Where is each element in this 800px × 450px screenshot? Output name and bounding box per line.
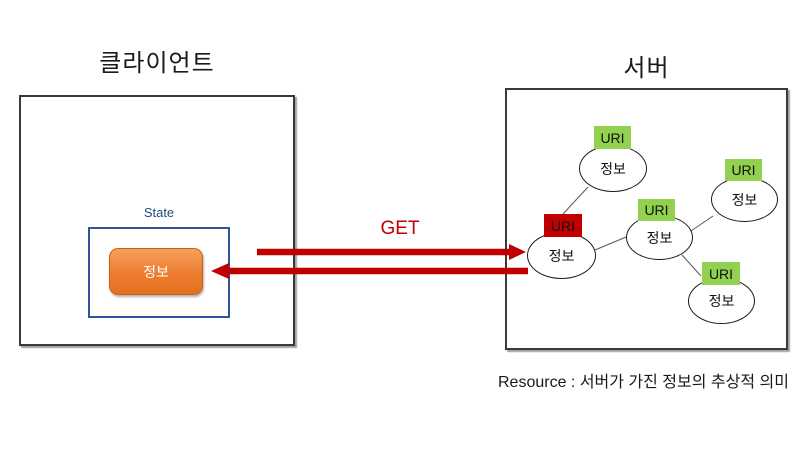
uri-badge-bottom: URI — [702, 262, 740, 285]
resource-ellipse-left: 정보 — [527, 232, 596, 279]
uri-badge-left-selected: URI — [544, 214, 582, 237]
get-request-arrow — [257, 244, 526, 260]
uri-badge-center: URI — [638, 199, 675, 221]
client-title: 클라이언트 — [99, 50, 215, 77]
resource-ellipse-top: 정보 — [579, 145, 647, 192]
server-title: 서버 — [623, 55, 670, 82]
get-method-label: GET — [380, 218, 420, 239]
client-info-shape: 정보 — [109, 248, 203, 295]
resource-ellipse-center: 정보 — [626, 215, 693, 260]
resource-caption: Resource : 서버가 가진 정보의 추상적 의미 — [498, 374, 789, 391]
state-label: State — [143, 205, 175, 220]
uri-badge-right: URI — [725, 159, 762, 181]
uri-badge-top: URI — [594, 126, 631, 149]
resource-ellipse-right: 정보 — [711, 177, 778, 222]
